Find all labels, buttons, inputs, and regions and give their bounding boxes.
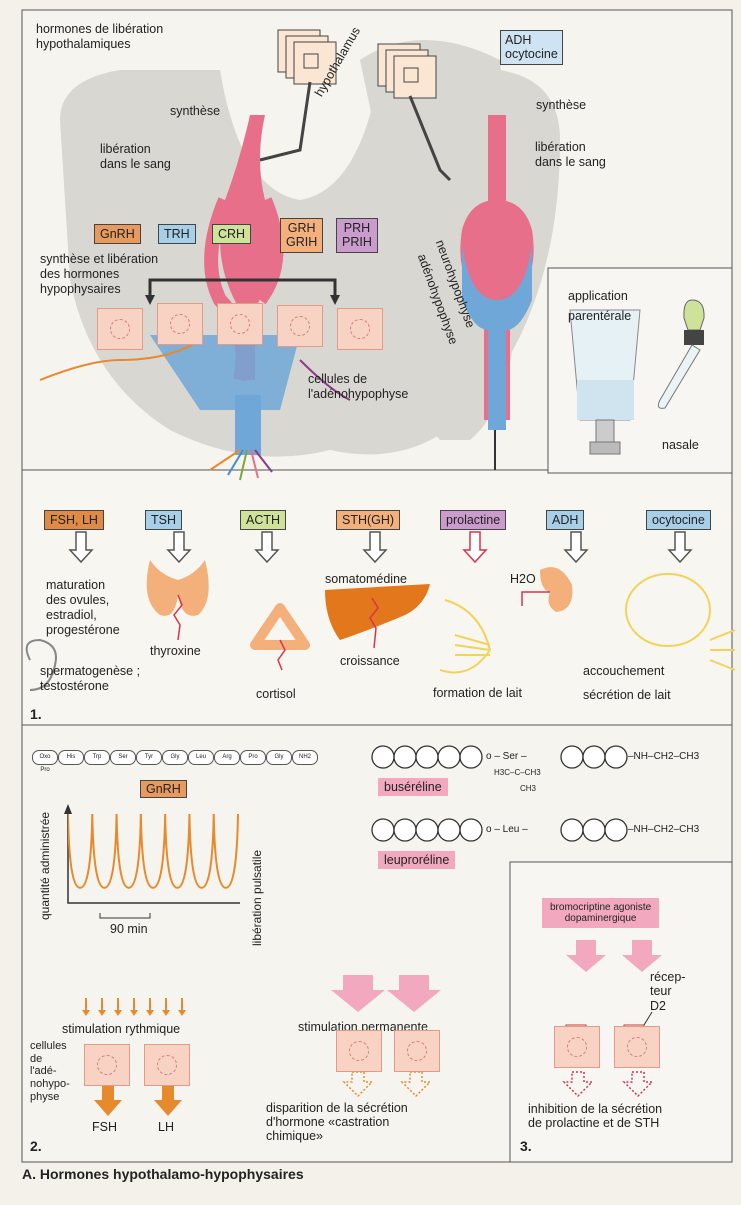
- y-axis-label: quantité administrée: [38, 812, 52, 920]
- amino-acid: NH2: [292, 750, 318, 765]
- figure-caption: A. Hormones hypothalamo-hypophysaires: [22, 1166, 304, 1182]
- amino-acid: Gly: [162, 750, 188, 765]
- time-label: 90 min: [110, 922, 148, 937]
- leuprorelin-end: –NH–CH2–CH3: [628, 824, 699, 835]
- buserelin-link: o – Ser –: [486, 751, 527, 762]
- lh-label: LH: [158, 1120, 174, 1135]
- bromocriptine-tag: bromocriptine agoniste dopaminergique: [542, 898, 659, 928]
- amino-acid: Pro: [240, 750, 266, 765]
- pituitary-cell: [84, 1044, 130, 1086]
- amino-acid: Arg: [214, 750, 240, 765]
- amino-acid: Tyr: [136, 750, 162, 765]
- pulsatile-chart: [68, 810, 243, 904]
- amino-acid: Leu: [188, 750, 214, 765]
- amino-acid: Ser: [110, 750, 136, 765]
- buserelin-side-2: CH3: [520, 784, 536, 793]
- amino-acid: His: [58, 750, 84, 765]
- cells-label-2: cellules de l'adé- nohypo- physe: [30, 1040, 70, 1103]
- buserelin-tag: buséréline: [378, 778, 448, 796]
- pituitary-cell: [614, 1026, 660, 1068]
- pulse-line: [68, 814, 238, 888]
- inhibition-label: inhibition de la sécrétion de prolactine…: [528, 1102, 662, 1131]
- leuprorelin-tag: leuproréline: [378, 851, 455, 869]
- panel3-number: 3.: [520, 1138, 532, 1154]
- gnrh-tag: GnRH: [140, 780, 187, 798]
- pituitary-cell: [144, 1044, 190, 1086]
- rhythmic-stim-label: stimulation rythmique: [62, 1022, 180, 1037]
- pituitary-cell: [554, 1026, 600, 1068]
- buserelin-side: H3C–C–CH3: [494, 768, 541, 777]
- pulsatile-label: libération pulsatile: [250, 850, 264, 946]
- pituitary-cell: [394, 1030, 440, 1072]
- buserelin-end: –NH–CH2–CH3: [628, 751, 699, 762]
- disappearance-label: disparition de la sécrétion d'hormone «c…: [266, 1102, 408, 1143]
- amino-acid: Oxo Pro: [32, 750, 58, 765]
- panel2-number: 2.: [30, 1138, 42, 1154]
- pituitary-cell: [336, 1030, 382, 1072]
- fsh-label: FSH: [92, 1120, 117, 1135]
- amino-acid: Trp: [84, 750, 110, 765]
- amino-acid: Gly: [266, 750, 292, 765]
- receptor-label: récep- teur D2: [650, 970, 685, 1013]
- leuprorelin-link: o – Leu –: [486, 824, 528, 835]
